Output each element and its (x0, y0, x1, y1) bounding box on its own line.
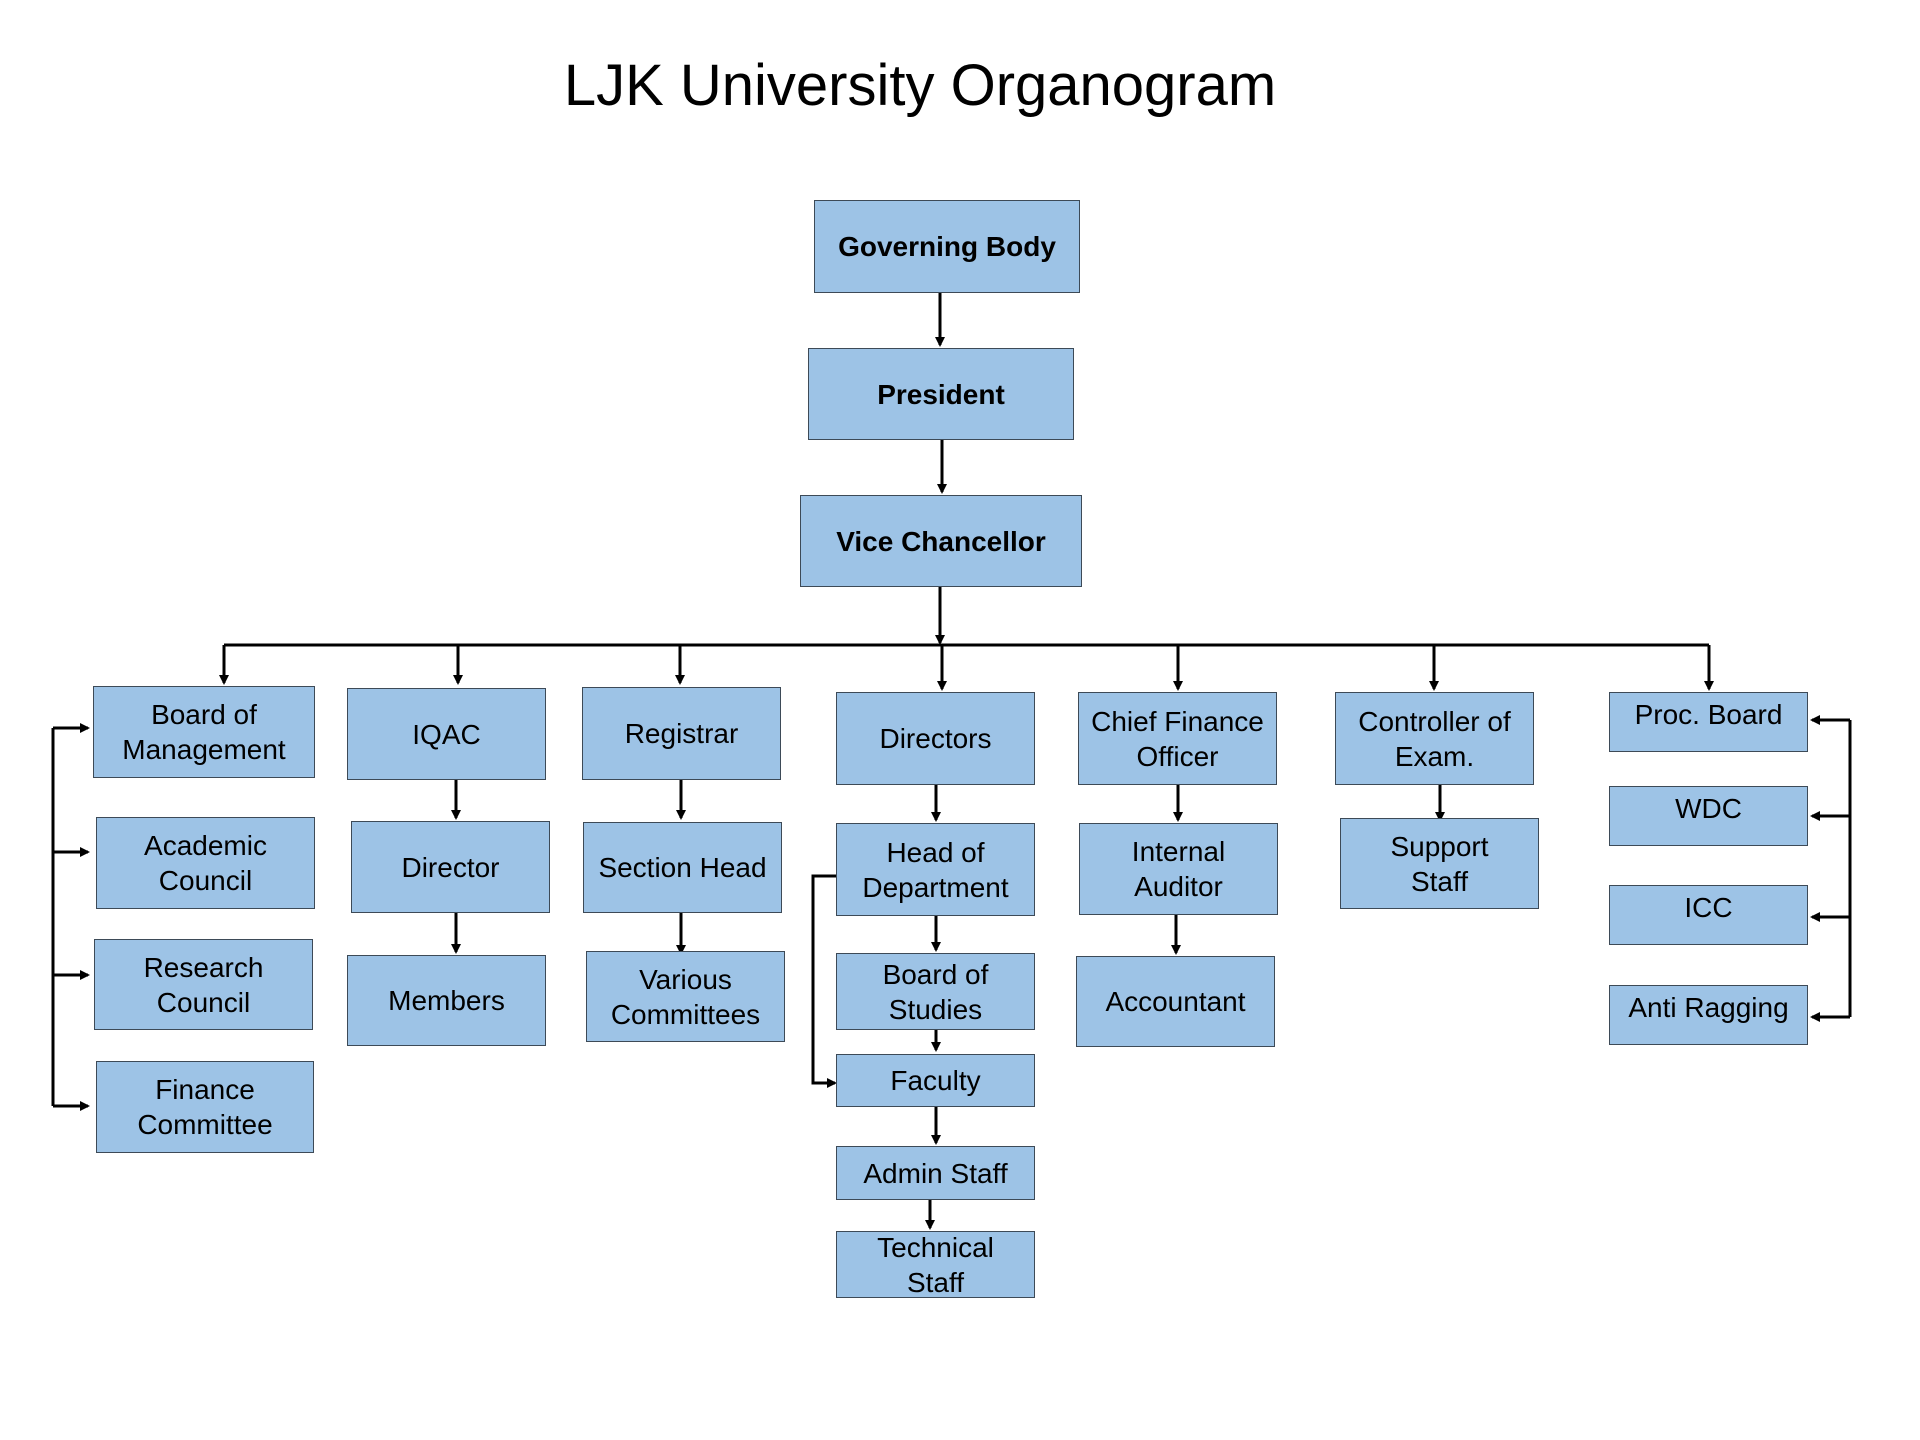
node-admin-staff: Admin Staff (836, 1146, 1035, 1200)
node-icc: ICC (1609, 885, 1808, 945)
node-various-committees: Various Committees (586, 951, 785, 1042)
node-iqac: IQAC (347, 688, 546, 780)
connector-hod-to-faculty (811, 874, 838, 1088)
node-anti-ragging: Anti Ragging (1609, 985, 1808, 1045)
node-directors: Directors (836, 692, 1035, 785)
node-chief-finance-officer: Chief Finance Officer (1078, 692, 1277, 785)
node-section-head: Section Head (583, 822, 782, 913)
node-head-of-department: Head of Department (836, 823, 1035, 916)
node-technical-staff: Technical Staff (836, 1231, 1035, 1298)
node-proc-board: Proc. Board (1609, 692, 1808, 752)
node-president: President (808, 348, 1074, 440)
node-vice-chancellor: Vice Chancellor (800, 495, 1082, 587)
page-title: LJK University Organogram (563, 53, 1277, 118)
node-board-of-management: Board of Management (93, 686, 315, 778)
node-research-council: Research Council (94, 939, 313, 1030)
node-wdc: WDC (1609, 786, 1808, 846)
node-registrar: Registrar (582, 687, 781, 780)
node-governing-body: Governing Body (814, 200, 1080, 293)
node-iqac-members: Members (347, 955, 546, 1046)
node-finance-committee: Finance Committee (96, 1061, 314, 1153)
node-internal-auditor: Internal Auditor (1079, 823, 1278, 915)
node-controller-of-exam: Controller of Exam. (1335, 692, 1534, 785)
node-academic-council: Academic Council (96, 817, 315, 909)
node-iqac-director: Director (351, 821, 550, 913)
node-board-of-studies: Board of Studies (836, 953, 1035, 1030)
node-faculty: Faculty (836, 1054, 1035, 1107)
node-accountant: Accountant (1076, 956, 1275, 1047)
node-support-staff: Support Staff (1340, 818, 1539, 909)
